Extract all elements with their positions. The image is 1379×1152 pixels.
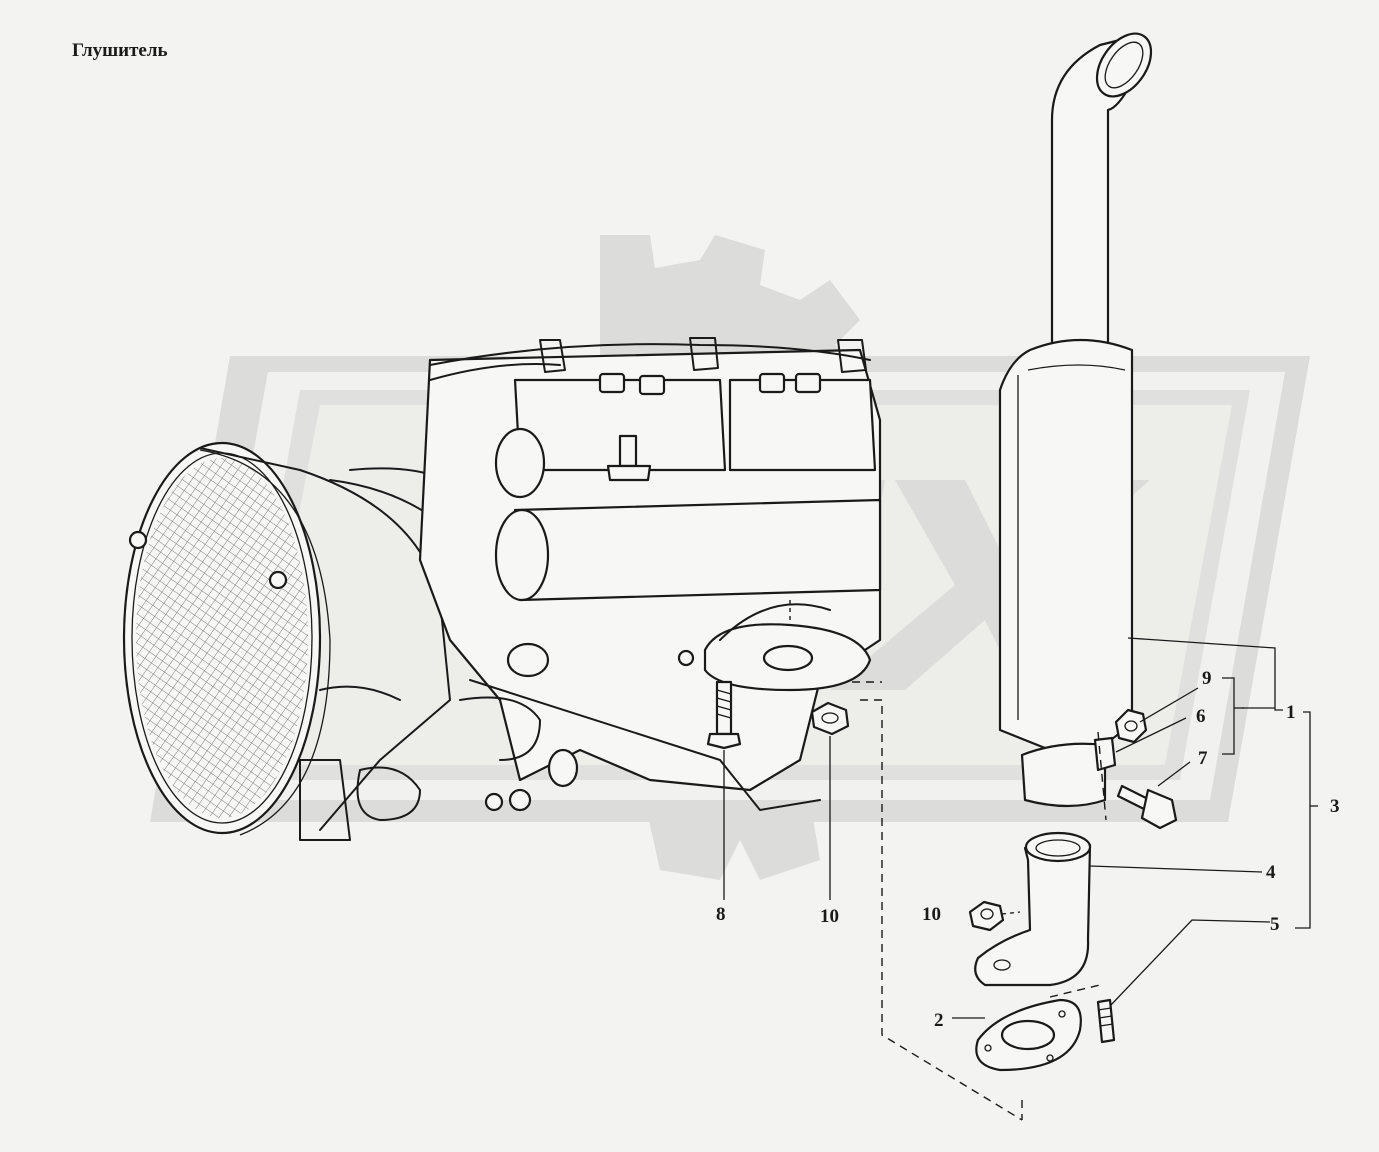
flange-nut-10 xyxy=(968,900,1005,932)
callout-labels: 1 2 3 4 5 6 7 8 9 10 10 xyxy=(716,668,1340,1031)
muffler-assembly xyxy=(998,32,1153,808)
callout-6: 6 xyxy=(1196,706,1206,727)
callout-1: 1 xyxy=(1286,702,1296,723)
radiator-fan-shroud xyxy=(122,441,481,836)
clamp-bolt-7 xyxy=(1116,784,1178,830)
engine-nut-10 xyxy=(810,701,850,736)
callout-leaders xyxy=(723,637,1318,1019)
callout-10-flange: 10 xyxy=(922,904,941,925)
assembly-dashed-lines xyxy=(789,600,1107,1121)
callout-4: 4 xyxy=(1266,862,1276,883)
callout-9: 9 xyxy=(1202,668,1212,689)
engine-bolt-8 xyxy=(706,680,742,750)
engine-block xyxy=(299,337,882,841)
clamp-nut-9 xyxy=(1114,708,1148,744)
gasket-2 xyxy=(975,998,1082,1072)
page-title: Глушитель xyxy=(72,40,168,61)
exhaust-elbow-4 xyxy=(974,831,1092,987)
callout-10-engine: 10 xyxy=(820,906,839,927)
callout-7: 7 xyxy=(1198,748,1208,769)
callout-8: 8 xyxy=(716,904,726,925)
callout-3: 3 xyxy=(1330,796,1340,817)
callout-5: 5 xyxy=(1270,914,1280,935)
callout-2: 2 xyxy=(934,1010,944,1031)
stud-5 xyxy=(1096,998,1116,1044)
